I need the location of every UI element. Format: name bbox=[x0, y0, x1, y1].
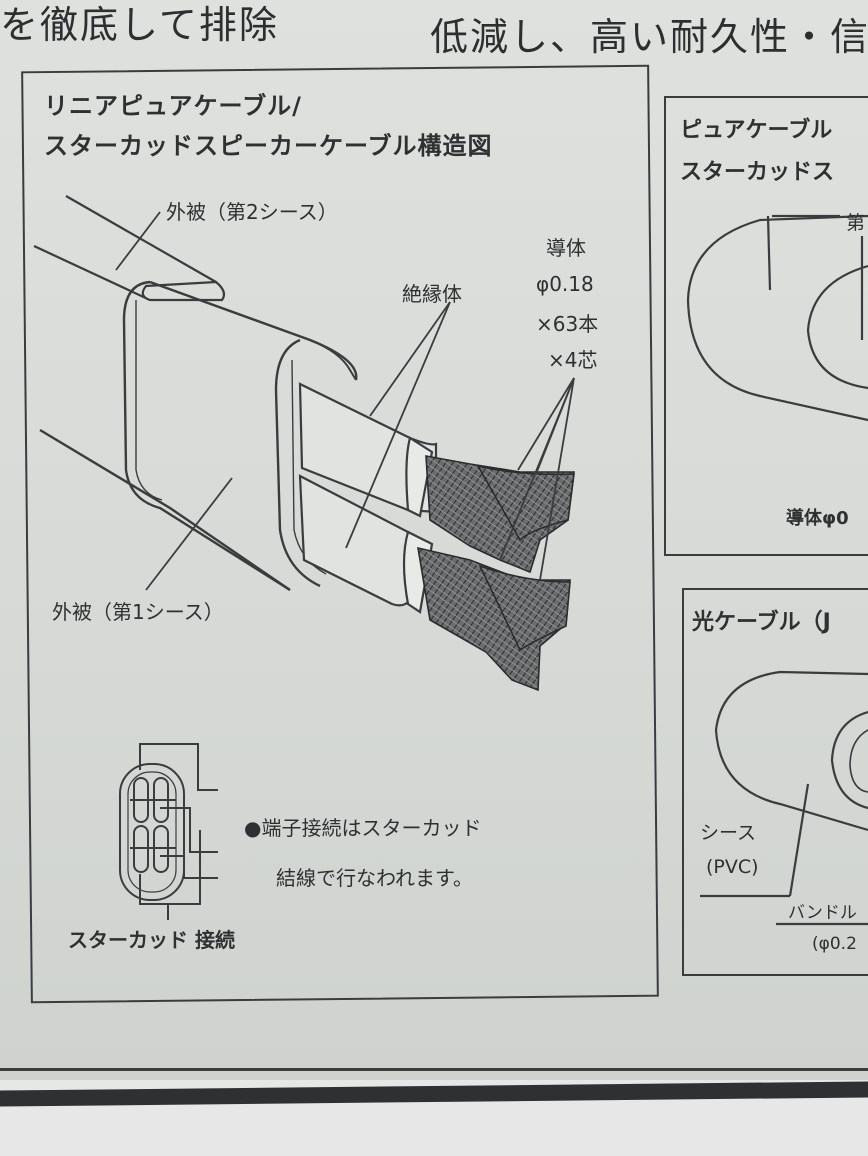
conductor-braids bbox=[417, 455, 575, 692]
star-quad-connection-diagram bbox=[119, 743, 218, 920]
top-right-conductor-label: 導体φ0 bbox=[786, 508, 849, 529]
top-right-panel bbox=[664, 96, 868, 556]
conductor-strand-count: ×63本 bbox=[536, 312, 599, 336]
terminal-note-line2: 結線で行なわれます。 bbox=[276, 866, 473, 890]
conductor-label: 導体 bbox=[546, 236, 586, 260]
bottom-right-cable-fragment bbox=[700, 670, 868, 926]
main-panel-title-line1: リニアピュアケーブル/ bbox=[44, 92, 302, 120]
leader-lines bbox=[115, 211, 575, 591]
bundle-label: バンドル bbox=[788, 903, 857, 923]
sheath-material-label: (PVC) bbox=[706, 856, 759, 878]
header-right-text: 低減し、高い耐久性・信 bbox=[430, 15, 868, 59]
sheath-label: シース bbox=[700, 822, 757, 844]
top-right-title-line2: スターカッドス bbox=[680, 160, 835, 185]
outer-sheath-1-label: 外被（第1シース） bbox=[52, 600, 224, 624]
page-bottom-rule bbox=[0, 1068, 868, 1071]
star-quad-connection-label: スターカッド 接続 bbox=[68, 928, 235, 952]
bottom-right-title: 光ケーブル（J bbox=[692, 610, 831, 635]
header-left-text: を徹底して排除 bbox=[0, 3, 279, 47]
terminal-note-line1: ●端子接続はスターカッド bbox=[244, 816, 482, 840]
top-right-title-line1: ピュアケーブル bbox=[680, 118, 833, 143]
bundle-dimension-label: (φ0.2 bbox=[812, 934, 857, 954]
conductor-core-count: ×4芯 bbox=[548, 348, 598, 372]
top-right-fragment-label: 第 bbox=[846, 212, 866, 234]
outer-sheath-2-label: 外被（第2シース） bbox=[166, 200, 338, 224]
bottom-right-panel bbox=[682, 588, 868, 976]
insulator-label: 絶縁体 bbox=[402, 282, 462, 306]
conductor-diameter: φ0.18 bbox=[536, 272, 594, 296]
top-right-cable-fragment bbox=[686, 214, 868, 422]
main-panel-title-line2: スターカッドスピーカーケーブル構造図 bbox=[44, 132, 493, 160]
